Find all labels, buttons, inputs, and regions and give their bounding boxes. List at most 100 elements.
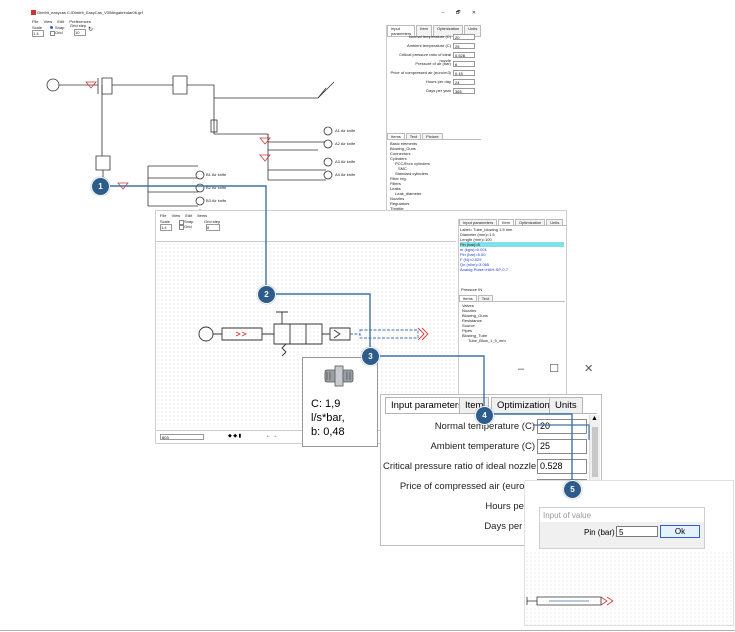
menu-file[interactable]: File [160, 213, 167, 218]
input-value-window: Input of value Pin (bar) 5 Ok [524, 480, 734, 626]
tree-item[interactable]: Cylinders [390, 156, 407, 161]
tree-item[interactable]: Nozzles [462, 308, 477, 313]
menu-preferences[interactable]: Preferences [69, 19, 91, 24]
rotate-icon[interactable]: ↻ [88, 27, 94, 33]
tree-item[interactable]: Pipes [462, 328, 473, 333]
tab-text[interactable]: Text [477, 295, 494, 301]
tree-item[interactable]: Throttle [390, 206, 404, 211]
tab-input-parameters[interactable]: Input parameters [459, 219, 498, 225]
close-button[interactable]: ✕ [471, 10, 476, 16]
scale-input[interactable]: 1.4 [160, 224, 172, 231]
tree-item[interactable]: Regulators [390, 201, 410, 206]
tree-item[interactable]: Tube_Blow_1_5_mm [468, 338, 506, 343]
tree-item[interactable]: Valves [462, 303, 474, 308]
tab-input-parameters[interactable]: Input parameters [387, 25, 416, 36]
menu-file[interactable]: File [32, 19, 39, 24]
ok-button[interactable]: Ok [660, 525, 700, 538]
tab-optimization[interactable]: Optimization [433, 25, 464, 36]
air-gun-symbol [317, 81, 335, 99]
valve-symbol [273, 311, 323, 357]
tab-item[interactable]: Item [416, 25, 433, 36]
param-field[interactable]: 0.528 [453, 52, 475, 58]
tree-item[interactable]: Source [462, 323, 475, 328]
maximize-button[interactable]: 🗗 [455, 10, 461, 16]
scrollbar[interactable]: ▲ [589, 415, 600, 543]
menu-edit[interactable]: Edit [185, 213, 193, 218]
tree-item[interactable]: Filters [390, 181, 401, 186]
connector-4-5 [484, 413, 573, 488]
tree-item[interactable]: Basic elements [390, 141, 418, 146]
param-label: Days per year [426, 88, 451, 93]
maximize-button[interactable]: ☐ [549, 363, 560, 375]
knife-label: B1 Air knife [206, 172, 227, 177]
tree-item[interactable]: Leaks [390, 186, 401, 191]
grid-step-label: Grid step [70, 23, 87, 28]
tree-item[interactable]: Standard cylinders [395, 171, 429, 176]
param-field[interactable]: 365 [453, 88, 475, 94]
tab-items[interactable]: Items [459, 295, 477, 301]
window-controls: – ☐ ✕ [518, 362, 593, 375]
param-field[interactable]: 25 [537, 439, 587, 454]
param-field[interactable]: 24 [453, 79, 475, 85]
side-panel: Input parameters Item Optimization Units… [386, 25, 482, 216]
connector-1-2 [100, 185, 267, 294]
tab-items[interactable]: Items [387, 133, 405, 139]
grid-checkbox[interactable] [179, 225, 184, 230]
tab-picture[interactable]: Picture [422, 133, 443, 139]
menu-edit[interactable]: Edit [57, 19, 65, 24]
knife-label: B2 Air knife [206, 185, 227, 190]
tree-item[interactable]: PCC/Euro cylinders [395, 161, 430, 166]
item-line-selected[interactable]: Pin (bar)=5 [460, 242, 564, 247]
status-field[interactable]: 803 [160, 434, 204, 440]
param-field[interactable]: 20 [537, 419, 587, 434]
tree-item[interactable]: Blowing_Tube [462, 333, 488, 338]
scroll-up-icon[interactable]: ▲ [591, 415, 598, 422]
arrow-icons[interactable]: ← → [266, 433, 278, 439]
menu-items[interactable]: Items [197, 213, 208, 218]
tree-item[interactable]: Blowing_Guns [390, 146, 416, 151]
fitting-icon [324, 365, 354, 387]
tree-item[interactable]: Nozzles [390, 196, 405, 201]
tree-item[interactable]: Resistance [462, 318, 482, 323]
param-field[interactable]: 25 [453, 43, 475, 49]
tree-item[interactable]: Filter reg. [390, 176, 407, 181]
tree-item[interactable]: Leak_diameter [395, 191, 422, 196]
grid-step-input[interactable]: 8 [206, 224, 220, 231]
tab-text[interactable]: Text [405, 133, 422, 139]
menu-view[interactable]: View [43, 19, 53, 24]
side-panel-2: Input parameters Item Optimization Units… [458, 219, 567, 443]
minimize-button[interactable]: – [518, 363, 525, 375]
close-button[interactable]: ✕ [584, 363, 594, 375]
param-label: Ambient temperature (C) [406, 43, 451, 48]
grid-step-label: Grid step [204, 219, 221, 224]
param-field[interactable]: 6 [453, 61, 475, 67]
snap-checkbox[interactable] [179, 220, 184, 225]
tube-circuit [198, 311, 429, 357]
grid-step-input[interactable]: 10 [74, 29, 86, 36]
toolbar-2: Scale 1.4 Snap Grid Grid step 8 [160, 219, 240, 235]
nav-icons[interactable]: ◆ ◆ ▮ [228, 433, 242, 439]
pressure-label: Pressure IN [461, 287, 483, 292]
tab-optimization[interactable]: Optimization [515, 219, 546, 225]
snap-checkbox[interactable] [50, 26, 53, 29]
tab-item[interactable]: Item [498, 219, 515, 225]
item-details: Label= Tube_blowing 1.5 mm Diameter (mm)… [460, 227, 564, 272]
tree-item[interactable]: SMC [398, 166, 407, 171]
app-icon [31, 10, 36, 16]
tree-item[interactable]: Connectors [390, 151, 411, 156]
tab-units[interactable]: Units [546, 219, 564, 225]
tab-units[interactable]: Units [549, 397, 583, 413]
minimize-button[interactable]: – [441, 10, 445, 16]
grid-checkbox[interactable] [50, 31, 55, 36]
menu-view[interactable]: View [171, 213, 181, 218]
param-field[interactable]: 20 [453, 34, 475, 40]
pin-input[interactable]: 5 [616, 526, 658, 537]
tree-item[interactable]: Blowing_Guns [462, 313, 488, 318]
scale-input[interactable]: 1.4 [32, 30, 44, 37]
tab-units[interactable]: Units [464, 25, 482, 36]
param-field[interactable]: 0.15 [453, 70, 475, 76]
scroll-thumb[interactable] [592, 427, 598, 477]
side-tabs-2: Input parameters Item Optimization Units [459, 219, 567, 226]
param-field[interactable]: 0.528 [537, 459, 587, 474]
